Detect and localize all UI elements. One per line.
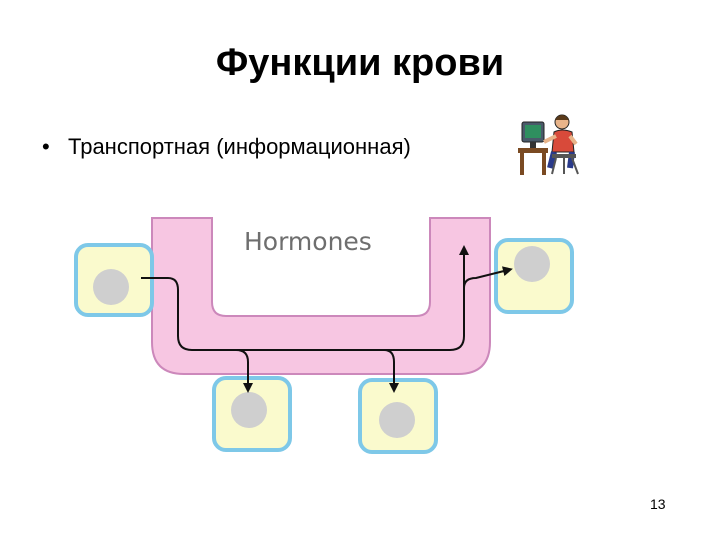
person-at-computer-icon <box>518 114 579 175</box>
target-cell-bottom-right <box>358 378 438 454</box>
hormone-path-middle-cell <box>383 349 399 393</box>
page-number: 13 <box>650 496 666 512</box>
blood-vessel <box>151 217 491 375</box>
bullet-text: Транспортная (информационная) <box>68 134 411 159</box>
hormone-path-right-cell <box>463 266 513 289</box>
source-cell <box>74 243 154 317</box>
bullet-dot: • <box>42 134 50 159</box>
hormone-path-main <box>141 245 469 351</box>
hormone-path-left-cell <box>235 349 253 393</box>
slide-title: Функции крови <box>215 42 505 84</box>
target-cell-bottom-left <box>212 376 292 452</box>
target-cell-right <box>494 238 574 314</box>
hormones-label: Hormones <box>244 227 372 256</box>
bullet-item: • Транспортная (информационная) <box>42 134 411 160</box>
